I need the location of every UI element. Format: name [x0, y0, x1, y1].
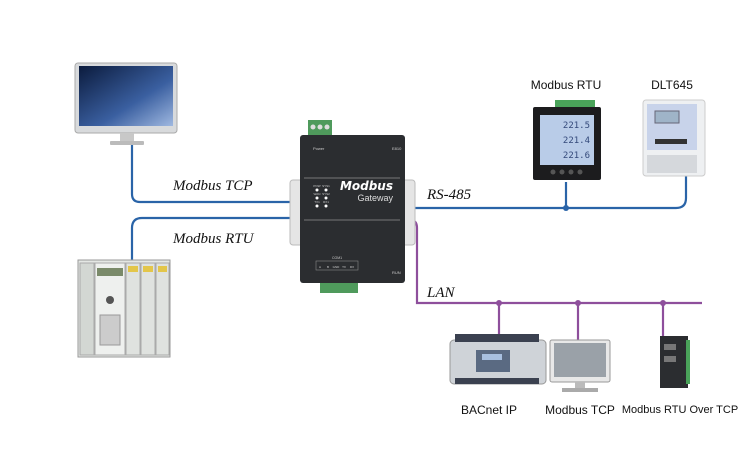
gateway-pin-label: A: [319, 265, 321, 269]
modbus-rtu-link-label: Modbus RTU: [173, 231, 254, 247]
bacnet-device-label: BACnet IP: [460, 403, 518, 417]
lan-junction: [575, 300, 581, 306]
bacnet-controller-icon: [449, 334, 547, 385]
gateway-led-label: POW: [313, 184, 320, 188]
gateway-port-label: COM1: [332, 256, 342, 260]
serial-server-icon: [660, 336, 690, 388]
gateway-led-label: SYS1: [322, 184, 330, 188]
gateway-led-label: WAN: [314, 192, 321, 196]
modbus-tcp-device-label: Modbus TCP: [545, 403, 615, 417]
rs485-link-label: RS-485: [427, 187, 472, 203]
gateway-power-label: Power: [313, 146, 325, 151]
gateway-pin-label: RX: [350, 265, 354, 269]
computer-monitor-icon: [74, 62, 178, 145]
lan-junction: [660, 300, 666, 306]
modbus-tcp-line: [130, 145, 300, 204]
modbus-tcp-link-label: Modbus TCP: [173, 178, 253, 194]
modbus-gateway-device: [289, 120, 416, 293]
gateway-brand: Modbus: [340, 179, 393, 193]
dlt645-device-label: DLT645: [651, 78, 693, 92]
meter-reading: 221.4: [563, 136, 590, 146]
lan-link-label: LAN: [427, 285, 455, 301]
lan-junction: [496, 300, 502, 306]
energy-meter-icon: [642, 99, 706, 177]
modbus-rtu-device-label: Modbus RTU: [530, 78, 602, 92]
gateway-pin-label: TX: [342, 265, 346, 269]
meter-reading: 221.6: [563, 151, 590, 161]
gateway-subtitle: Gateway: [357, 193, 393, 203]
rs485-junction: [563, 205, 569, 211]
modbus-rtu-line: [130, 216, 300, 262]
tcp-monitor-icon: [549, 339, 611, 392]
gateway-led-label: SYS2: [322, 192, 330, 196]
meter-reading: 221.5: [563, 121, 590, 131]
gateway-led-label: TX1: [314, 200, 320, 204]
rs485-line: [405, 174, 688, 210]
gateway-led-label: RX1: [323, 200, 329, 204]
gateway-run-label: RUN: [392, 270, 401, 275]
gateway-pin-label: B: [327, 265, 329, 269]
rtu-over-tcp-device-label: Modbus RTU Over TCP: [621, 404, 739, 416]
plc-rack-icon: [77, 259, 171, 358]
power-meter-icon: [533, 100, 601, 180]
gateway-model: E810: [392, 146, 402, 151]
gateway-pin-label: GND: [333, 265, 341, 269]
